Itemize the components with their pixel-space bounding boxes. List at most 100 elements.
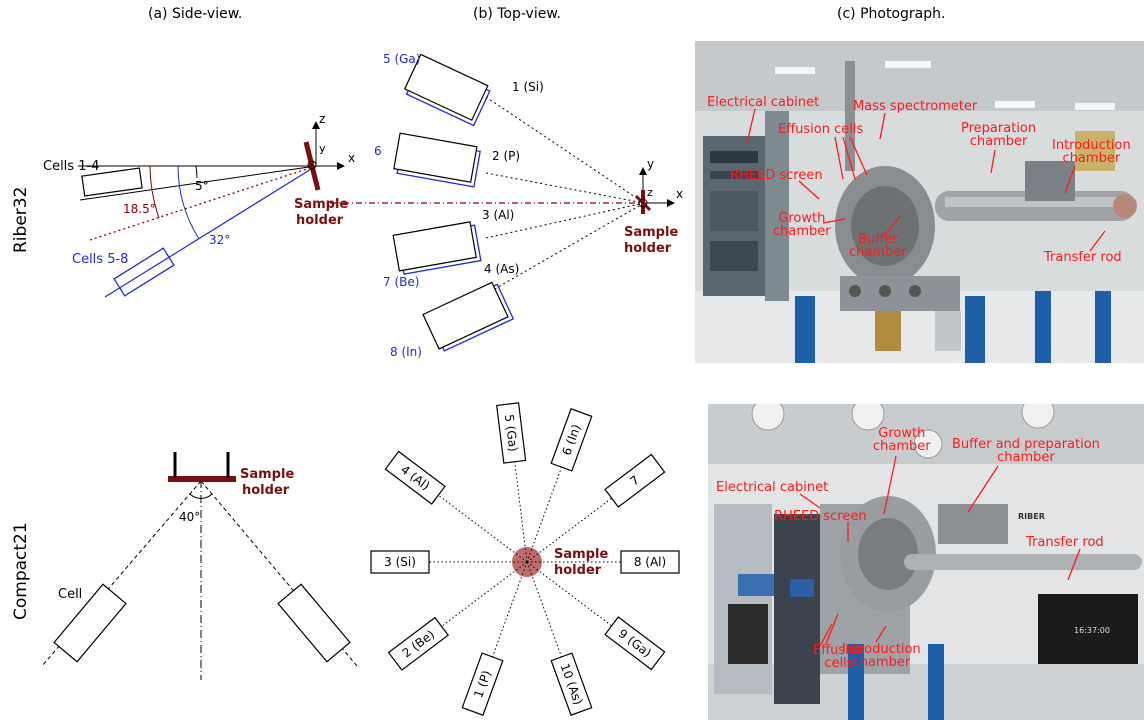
photo-riber32: Electrical cabinet Mass spectrometer Eff… [695,41,1144,363]
top-label-holder-line1: Sample [624,225,678,240]
top-label-axis-x: x [676,187,683,201]
radial-cell: 5 (Ga) [496,402,527,464]
label-cell-6: 6 [374,144,382,158]
annot-introduction-chamber: Introduction chamber [1052,139,1131,165]
label-cell-7-be: 7 (Be) [383,275,419,289]
label-angle-18-5: 18.5° [123,202,156,216]
label-axis-z: z [319,112,325,126]
label-holder-line1: Sample [294,197,348,212]
annot2-rheed-screen: RHEED screen [774,509,867,524]
compact-cell-left [53,583,127,663]
radial-cell-rect [550,652,593,716]
compact-top-label-holder-line2: holder [554,563,602,578]
compact-label-holder-line1: Sample [240,467,294,482]
y-axis-dot [307,160,317,170]
label-angle-40: 40° [179,510,200,524]
label-angle-32: 32° [209,233,230,247]
annot2-buffer-prep-line2: chamber [997,450,1055,465]
label-axis-y: y [319,142,326,155]
compact-top-view: 5 (Ga)6 (In)4 (Al)73 (Si)8 (Al)2 (Be)9 (… [370,402,680,716]
radial-cell-label: 8 (Al) [634,555,666,569]
dotted-1 [485,96,645,204]
annot2-transfer-rod: Transfer rod [1026,535,1104,550]
radial-cell-rect [496,402,527,464]
annot2-electrical-cabinet: Electrical cabinet [716,480,829,495]
compact-cell-right [277,583,351,663]
cell-top-4-rect [422,281,509,350]
label-cell-5-ga: 5 (Ga) [383,52,420,66]
radial-cell-rect [550,408,593,472]
photo-riber32-scene [695,41,1144,363]
arc-40deg [189,493,213,499]
annot2-effusion-line2: cells [824,656,854,671]
top-label-holder-line2: holder [624,241,672,256]
top-z-circle [638,198,648,208]
holder-center-dot [525,560,529,564]
cell-5-8-rect [113,247,175,297]
annot2-buffer-prep: Buffer and preparation chamber [952,438,1100,464]
compact-top-label-holder-line1: Sample [554,547,608,562]
annot2-growth-line1: Growth [878,426,926,441]
annot-buffer-chamber: Buffer chamber [849,233,907,259]
annot-transfer-rod: Transfer rod [1044,250,1122,265]
radial-cell-label: 3 (Si) [384,555,416,569]
annot-preparation-chamber: Preparation chamber [961,122,1036,148]
photo-compact21: Growth chamber Buffer and preparation ch… [708,404,1144,720]
annot-preparation-line2: chamber [969,134,1028,149]
radial-cell: 7 [604,453,666,508]
label-cells-1-4: Cells 1-4 [43,159,99,174]
arc-18-5deg [149,165,160,219]
radial-line [526,464,564,563]
compact-label-holder-line2: holder [242,483,290,498]
annot-effusion-cells: Effusion cells [778,122,864,137]
radial-cell-rect [604,453,666,508]
annot2-introduction-line2: chamber [852,655,911,670]
annot-mass-spectrometer: Mass spectrometer [853,99,978,114]
annot-growth-chamber: Growth chamber [773,212,831,238]
annot2-growth-line2: chamber [873,439,931,454]
radial-cell-rect [387,616,450,671]
radial-cell: 2 (Be) [387,616,450,671]
dotted-2 [485,172,645,204]
annot-buffer-line2: chamber [849,245,907,260]
annot2-effusion-cells: Effusion cells [813,644,865,670]
dash-right [200,480,358,667]
arc-5deg [195,165,198,179]
radial-cell-rect [461,652,504,716]
label-cells-5-8: Cells 5-8 [72,252,128,267]
radial-lines [426,458,624,660]
annot-growth-line1: Growth [778,211,826,226]
label-axis-x: x [348,151,355,165]
annot-buffer-line1: Buffer [858,232,898,247]
radial-cell: 6 (In) [550,408,593,472]
arc-32deg [177,165,200,240]
annot-rheed-screen: RHEED screen [730,168,823,183]
line-5deg [79,165,317,201]
label-angle-5: 5° [195,179,209,193]
top-label-axis-z: z [647,186,653,199]
radial-line [435,492,528,563]
label-cell-1-si: 1 (Si) [512,80,544,94]
radial-cell-rect [370,550,430,574]
photo-compact21-arrows [799,455,1081,647]
label-cell-3-al: 3 (Al) [482,208,514,222]
riber-brand-label: RIBER [1018,512,1045,521]
radial-cell-rect [384,450,446,505]
label-cell-4-as: 4 (As) [484,262,519,276]
annot2-buffer-prep-line1: Buffer and preparation [952,437,1100,452]
annot-introduction-line2: chamber [1062,151,1121,166]
cell-top-1-rect [403,53,489,121]
radial-cell: 10 (As) [550,652,593,716]
annot2-effusion-line1: Effusion [813,643,865,658]
radial-cell: 8 (Al) [620,550,680,574]
radial-cell: 9 (Ga) [604,616,666,671]
radial-cell: 1 (P) [461,652,504,716]
annot-introduction-line1: Introduction [1052,138,1131,153]
monitor-clock: 16:37:00 [1074,626,1110,635]
radial-cells: 5 (Ga)6 (In)4 (Al)73 (Si)8 (Al)2 (Be)9 (… [370,402,680,716]
riber-top-view: 5 (Ga) 1 (Si) 6 2 (P) 3 (Al) 7 (Be) 4 (A… [330,52,683,359]
label-holder-line2: holder [296,213,344,228]
radial-cell-label: 5 (Ga) [502,414,520,453]
riber-side-view: Cells 1-4 Cells 5-8 5° 18.5° 32° z x y S… [43,112,355,298]
dotted-3 [485,202,645,239]
